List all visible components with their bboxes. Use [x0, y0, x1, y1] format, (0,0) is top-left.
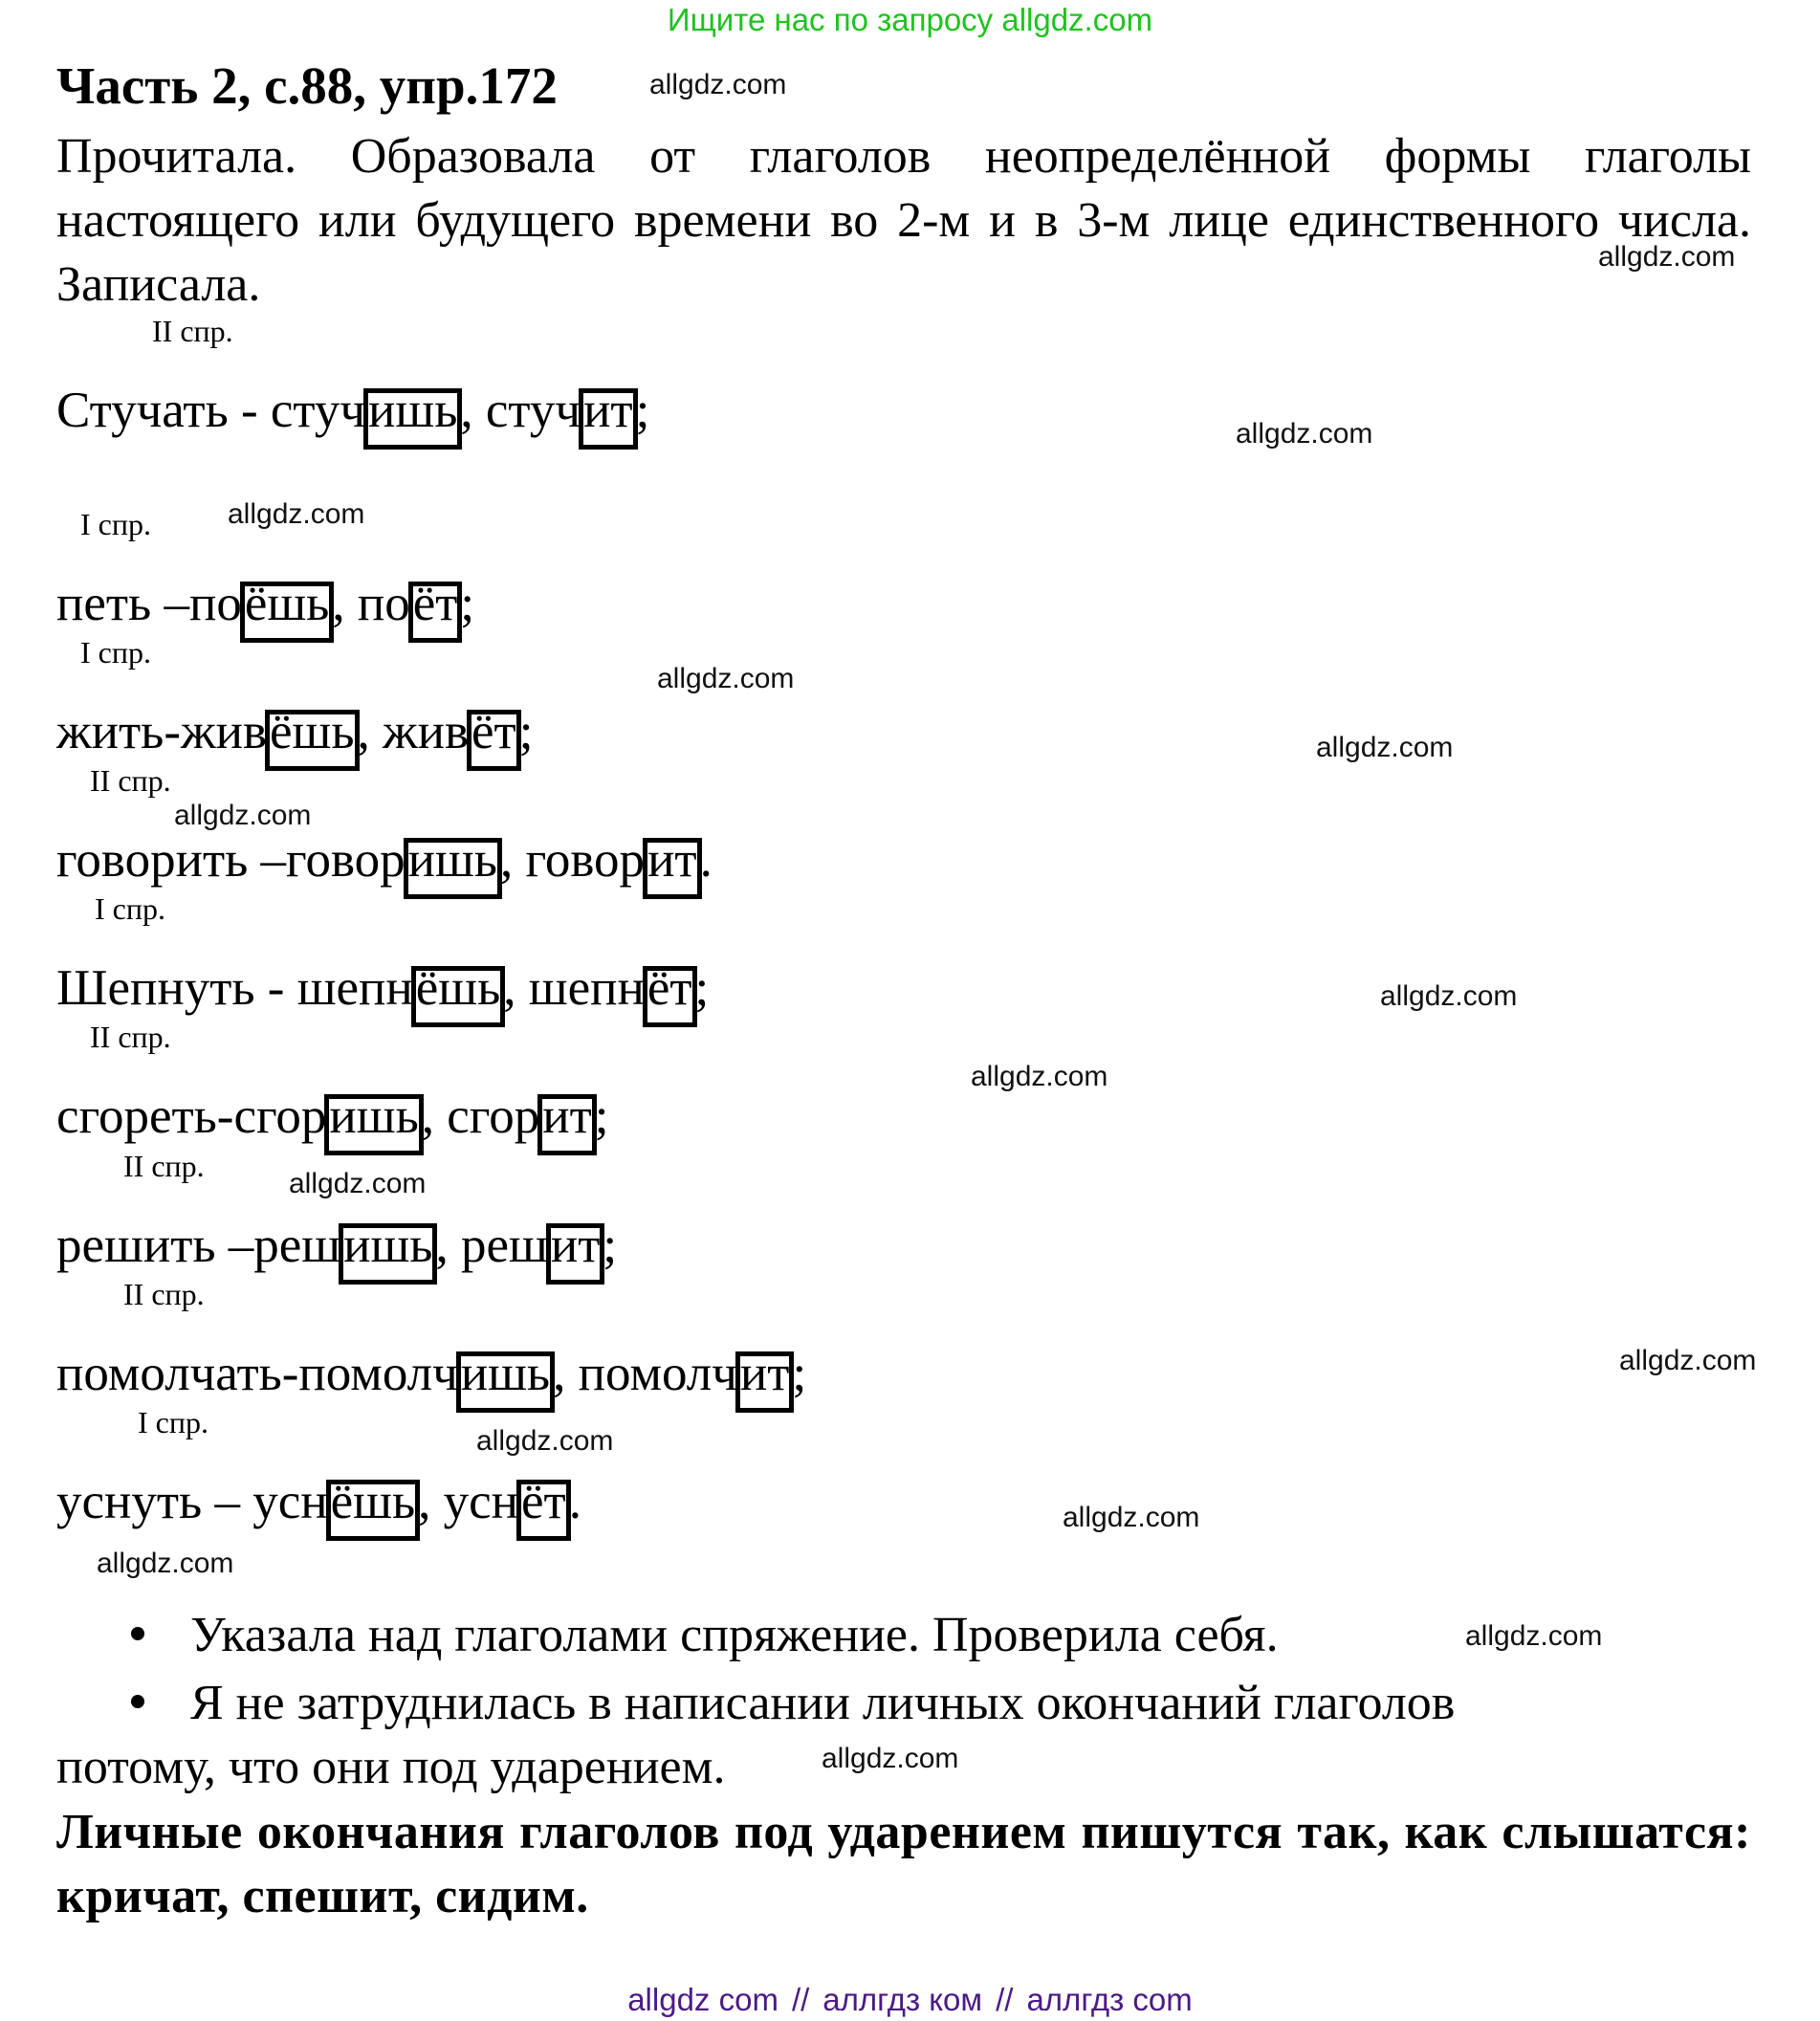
watermark: allgdz.com	[1380, 980, 1518, 1012]
conjugation-label: II спр.	[123, 1277, 205, 1311]
watermark: allgdz.com	[1598, 241, 1736, 273]
ending-box-3rd-person: ит	[643, 835, 702, 899]
verb-row: говорить –говоришь, говорит.	[56, 830, 713, 899]
verb-row: сгореть-сгоришь, сгорит;	[56, 1087, 608, 1155]
search-banner: Ищите нас по запросу allgdz.com	[667, 2, 1153, 37]
verb-row: Стучать - стучишь, стучит;	[56, 381, 649, 450]
ending-box-3rd-person: ёт	[642, 963, 697, 1027]
watermark: allgdz.com	[971, 1061, 1108, 1092]
verb-row: жить-живёшь, живёт;	[56, 702, 533, 771]
footer-watermark: allgdz com//аллгдз ком//аллгдз com	[627, 1982, 1193, 2017]
ending-box-2nd-person: ишь	[339, 1220, 438, 1285]
verb-row: петь –поёшь, поёт;	[56, 574, 474, 643]
ending-box-2nd-person: ёшь	[239, 579, 335, 643]
ending-box-2nd-person: ишь	[403, 835, 502, 899]
watermark: allgdz.com	[289, 1168, 427, 1199]
conjugation-label: II спр.	[123, 1149, 205, 1183]
ending-box-2nd-person: ишь	[363, 385, 463, 450]
bullet-icon	[131, 1627, 144, 1641]
bullet-item: Я не затруднилась в написании личных око…	[131, 1675, 1455, 1731]
bullet-continuation: потому, что они под ударением.	[56, 1740, 726, 1794]
ending-box-2nd-person: ёшь	[325, 1477, 421, 1541]
watermark: allgdz.com	[1465, 1620, 1603, 1652]
conjugation-label: II спр.	[90, 1020, 171, 1054]
conjugation-label: I спр.	[95, 891, 165, 926]
watermark: allgdz.com	[657, 663, 795, 694]
watermark: allgdz.com	[1619, 1345, 1757, 1376]
watermark: allgdz.com	[822, 1743, 959, 1774]
watermark: allgdz.com	[174, 800, 312, 831]
grammar-rule: Личные окончания глаголов под ударением …	[56, 1805, 1751, 1923]
watermark: allgdz.com	[1236, 418, 1373, 450]
watermark: allgdz.com	[476, 1425, 614, 1457]
verb-row: Шепнуть - шепнёшь, шепнёт;	[56, 958, 709, 1027]
conjugation-label: II спр.	[152, 314, 233, 348]
watermark: allgdz.com	[1063, 1502, 1200, 1533]
watermark: allgdz.com	[228, 498, 365, 530]
ending-box-3rd-person: ит	[579, 385, 638, 450]
ending-box-2nd-person: ишь	[324, 1091, 424, 1155]
conjugation-label: I спр.	[80, 507, 151, 541]
watermark: allgdz.com	[649, 69, 787, 100]
conjugation-label: II спр.	[90, 763, 171, 798]
conjugation-label: I спр.	[80, 635, 151, 670]
watermark: allgdz.com	[1316, 732, 1454, 763]
verb-row: помолчать-помолчишь, помолчит;	[56, 1344, 806, 1413]
ending-box-3rd-person: ёт	[467, 707, 521, 771]
ending-box-3rd-person: ит	[545, 1220, 605, 1285]
watermark: allgdz.com	[97, 1548, 234, 1579]
ending-box-2nd-person: ёшь	[410, 963, 506, 1027]
ending-box-2nd-person: ишь	[455, 1349, 556, 1413]
ending-box-2nd-person: ёшь	[264, 707, 360, 771]
verb-row: уснуть – уснёшь, уснёт.	[56, 1472, 581, 1541]
conjugation-label: I спр.	[138, 1405, 208, 1439]
ending-box-3rd-person: ёт	[516, 1477, 571, 1541]
intro-paragraph: Прочитала. Образовала от глаголов неопре…	[56, 129, 1751, 312]
ending-box-3rd-person: ит	[537, 1091, 597, 1155]
verb-row: решить –решишь, решит;	[56, 1216, 617, 1285]
ending-box-3rd-person: ит	[735, 1349, 795, 1413]
bullet-icon	[131, 1695, 144, 1709]
ending-box-3rd-person: ёт	[407, 579, 463, 643]
bullet-item: Указала над глаголами спряжение. Провери…	[131, 1607, 1279, 1663]
page-title: Часть 2, с.88, упр.172	[56, 56, 558, 115]
